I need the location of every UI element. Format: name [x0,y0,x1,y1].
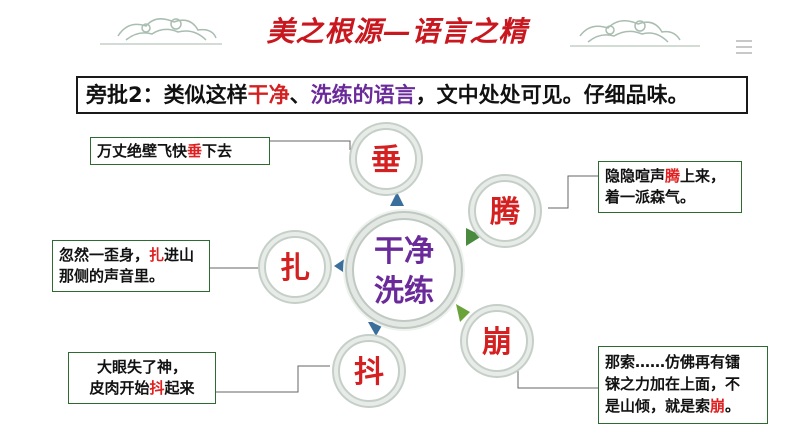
center-line-2: 洗练 [374,274,434,309]
example-line: 着一派森气。 [605,188,696,206]
connector-chui [270,140,351,150]
page-title: 美之根源—语言之精 [266,15,528,48]
title-banner [100,18,700,47]
example-line: 隐隐喧声腾上来， [605,166,735,187]
annotation-highlight-concise: 洗练的语言 [310,83,416,107]
example-text: 进山 [164,246,195,264]
example-highlight: 腾 [665,167,681,185]
example-highlight: 崩 [710,397,726,415]
menu-icon[interactable] [736,40,752,54]
example-text: 忽然一歪身， [59,246,150,264]
arrow-to-dou [368,322,384,336]
node-beng: 崩 [466,310,528,372]
example-box-chui: 万丈绝壁飞快垂下去 [90,137,270,165]
arrow-to-chui [390,192,404,206]
example-text: 隐隐喧声 [605,167,666,185]
connector-beng [517,348,598,389]
example-box-zha: 忽然一歪身，扎进山 那侧的声音里。 [52,240,210,292]
cloud-ornament-left [100,18,222,45]
example-box-dou: 大眼失了神， 皮肉开始抖起来 [68,352,216,404]
arrow-to-zha [334,258,346,274]
example-text: 上来， [680,167,726,185]
annotation-separator: 、 [289,83,311,107]
annotation-suffix: ，文中处处可见。仔细品味。 [415,83,689,107]
example-line: 那侧的声音里。 [59,267,165,285]
node-teng: 腾 [474,180,536,242]
example-text: 万丈绝壁飞快 [97,142,188,160]
example-line: 铼之力加在上面，不 [605,375,741,393]
annotation-banner: 旁批2：类似这样干净、洗练的语言，文中处处可见。仔细品味。 [76,76,748,114]
example-text: 起来 [164,379,195,397]
example-box-beng: 那索……仿佛再有镭 铼之力加在上面，不 是山倾，就是索崩。 [598,346,768,424]
node-chui: 垂 [355,128,417,190]
arrow-to-teng [466,228,482,246]
connector-teng [548,175,598,209]
node-dou: 抖 [338,340,400,402]
example-line: 皮肉开始抖起来 [75,378,209,399]
example-text: 下去 [202,142,233,160]
example-line: 大眼失了神， [96,358,187,376]
example-line: 忽然一歪身，扎进山 [59,245,203,266]
connector-dou [216,365,330,393]
example-highlight: 垂 [187,142,203,160]
example-text: 皮肉开始 [89,379,150,397]
center-node: 干净 洗练 [352,218,456,322]
node-zha: 扎 [264,236,326,298]
example-line: 是山倾，就是索崩。 [605,395,761,417]
example-text: 是山倾，就是索 [605,397,711,415]
example-box-teng: 隐隐喧声腾上来， 着一派森气。 [598,161,742,213]
example-highlight: 扎 [149,246,165,264]
example-text: 。 [725,397,741,415]
annotation-highlight-clean: 干净 [247,83,290,107]
example-highlight: 抖 [149,379,165,397]
arrow-to-beng [456,304,470,322]
cloud-ornament-right [570,20,700,47]
annotation-prefix: 旁批2：类似这样 [86,83,248,107]
example-line: 那索……仿佛再有镭 [605,353,741,371]
center-line-1: 干净 [374,234,434,269]
